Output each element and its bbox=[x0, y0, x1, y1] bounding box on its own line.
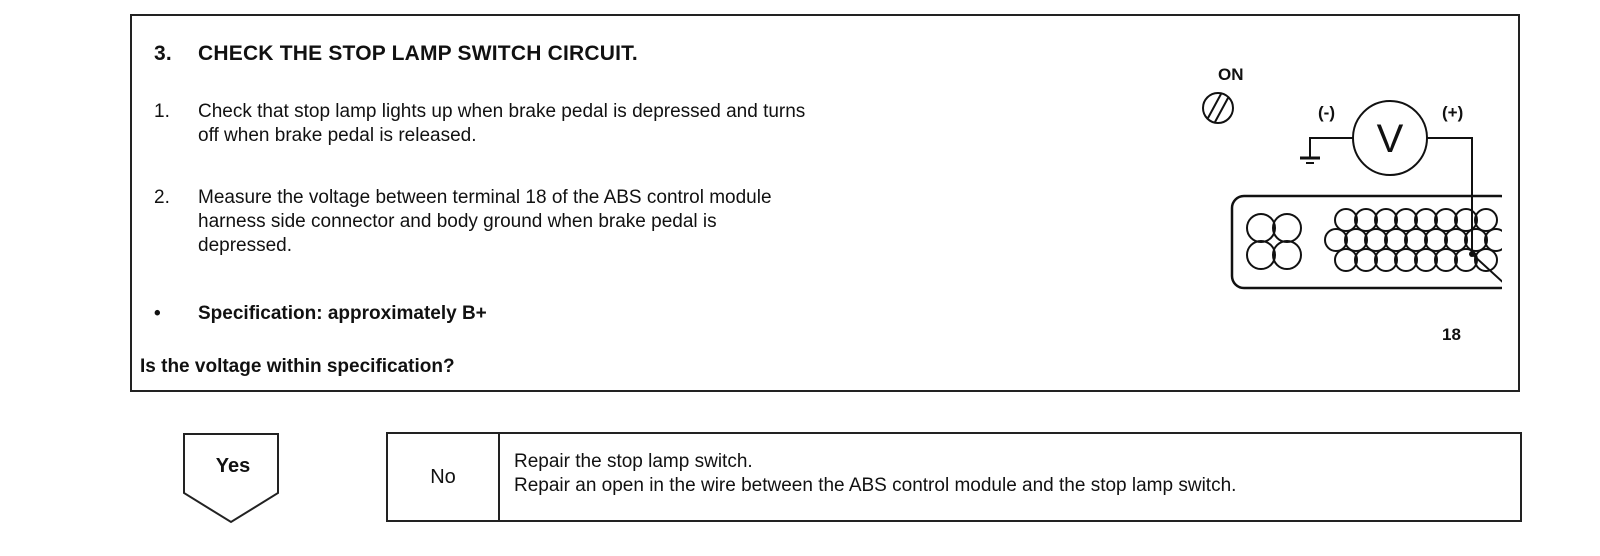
step-box: 3. CHECK THE STOP LAMP SWITCH CIRCUIT. 1.… bbox=[130, 14, 1520, 392]
voltmeter-icon: V bbox=[1352, 100, 1428, 176]
item-line: depressed. bbox=[198, 235, 293, 256]
item-number: 2. bbox=[154, 187, 170, 208]
negative-lead bbox=[1309, 137, 1353, 158]
no-action-line: Repair the stop lamp switch. bbox=[514, 451, 753, 472]
terminal-pointer bbox=[1471, 253, 1502, 283]
no-label: No bbox=[388, 434, 500, 520]
step-title-text: CHECK THE STOP LAMP SWITCH CIRCUIT. bbox=[198, 42, 638, 65]
instruction-item-1: 1. Check that stop lamp lights up when b… bbox=[154, 100, 974, 148]
instruction-item-2: 2. Measure the voltage between terminal … bbox=[154, 186, 974, 258]
step-title: 3. CHECK THE STOP LAMP SWITCH CIRCUIT. bbox=[154, 42, 638, 66]
positive-lead bbox=[1427, 137, 1473, 254]
yes-arrow-shape bbox=[183, 433, 279, 524]
bullet: • bbox=[154, 303, 161, 324]
meter-symbol: V bbox=[1377, 117, 1404, 161]
item-line: Check that stop lamp lights up when brak… bbox=[198, 101, 806, 122]
positive-label: (+) bbox=[1442, 103, 1463, 122]
no-result-table: No Repair the stop lamp switch. Repair a… bbox=[386, 432, 1522, 522]
step-number: 3. bbox=[154, 42, 172, 65]
item-line: harness side connector and body ground w… bbox=[198, 211, 717, 232]
no-actions: Repair the stop lamp switch. Repair an o… bbox=[500, 434, 1250, 520]
no-action-line: Repair an open in the wire between the A… bbox=[514, 475, 1237, 496]
ignition-label: ON bbox=[1218, 65, 1244, 84]
specification-item: • Specification: approximately B+ bbox=[154, 302, 974, 326]
terminal-label: 18 bbox=[1442, 325, 1461, 344]
specification-text: Specification: approximately B+ bbox=[198, 303, 487, 324]
connector-icon bbox=[1230, 194, 1502, 290]
ignition-switch-icon bbox=[1202, 92, 1234, 124]
negative-label: (-) bbox=[1318, 103, 1335, 122]
question-text: Is the voltage within specification? bbox=[140, 356, 455, 377]
voltmeter-diagram: ON (-) (+) V bbox=[1202, 65, 1502, 344]
item-line: Measure the voltage between terminal 18 … bbox=[198, 187, 772, 208]
yes-label: Yes bbox=[215, 455, 251, 477]
ground-symbol-icon bbox=[1300, 156, 1320, 164]
item-number: 1. bbox=[154, 101, 170, 122]
item-line: off when brake pedal is released. bbox=[198, 125, 477, 146]
